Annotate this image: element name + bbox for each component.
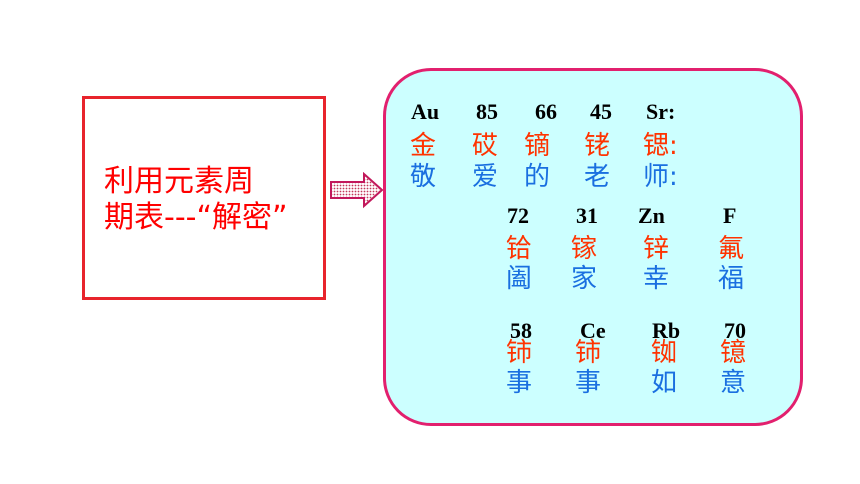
symbol-45: 45 [590, 99, 612, 124]
element-dysprosium: 镝 [524, 131, 551, 161]
symbol-72: 72 [507, 203, 529, 228]
title-line-1: 利用元素周 [104, 164, 254, 199]
symbol-31: 31 [576, 203, 598, 228]
symbol-sr: Sr: [646, 99, 676, 124]
phrase-char-he: 阖 [506, 264, 533, 294]
cipher-panel [383, 68, 803, 426]
phrase-char-yi: 意 [720, 368, 747, 398]
element-gallium: 镓 [571, 234, 598, 264]
phrase-char-fu: 福 [718, 264, 745, 294]
element-strontium: 锶: [643, 131, 678, 161]
phrase-char-jing: 敬 [410, 162, 437, 192]
symbol-58: 58 [510, 318, 532, 343]
title-line-2: 期表---“解密” [104, 200, 288, 235]
phrase-char-shi-1: 事 [506, 368, 533, 398]
element-cerium-1: 铈 [506, 338, 533, 368]
symbol-ce: Ce [580, 318, 606, 343]
symbol-rb: Rb [652, 318, 681, 343]
symbol-66: 66 [535, 99, 557, 124]
element-fluorine: 氟 [718, 234, 745, 264]
symbol-85: 85 [476, 99, 498, 124]
symbol-zn: Zn [638, 203, 665, 228]
element-hafnium: 铪 [506, 234, 533, 264]
element-rhodium: 铑 [584, 131, 611, 161]
phrase-char-shi-2: 事 [575, 368, 602, 398]
phrase-char-shi: 师: [643, 162, 678, 192]
element-cerium-2: 铈 [575, 338, 602, 368]
symbol-au: Au [411, 99, 440, 124]
element-zinc: 锌 [643, 234, 670, 264]
element-rubidium: 铷 [651, 338, 678, 368]
symbol-f: F [723, 203, 737, 228]
element-gold: 金 [410, 131, 437, 161]
right-arrow-icon [330, 172, 384, 209]
phrase-char-lao: 老 [584, 162, 611, 192]
symbol-70: 70 [724, 318, 746, 343]
phrase-char-ai: 爱 [472, 162, 499, 192]
phrase-char-ru: 如 [651, 368, 678, 398]
element-astatine: 砹 [472, 131, 499, 161]
phrase-char-xing: 幸 [643, 264, 670, 294]
title-text: 利用元素周 期表---“解密” [104, 164, 288, 236]
title-box [82, 96, 326, 300]
element-ytterbium: 镱 [720, 338, 747, 368]
phrase-char-jia: 家 [571, 264, 598, 294]
phrase-char-de: 的 [524, 162, 551, 192]
